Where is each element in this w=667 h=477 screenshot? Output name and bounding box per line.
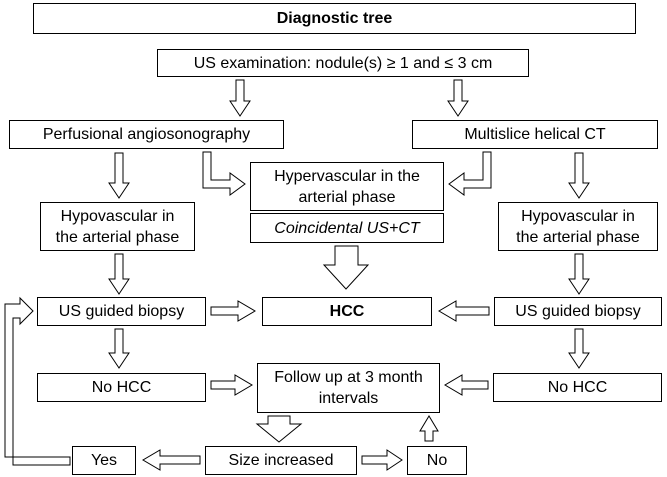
arrow-right-icon bbox=[361, 449, 403, 471]
hypovascular-right-box: Hypovascular in the arterial phase bbox=[498, 202, 658, 251]
no-box: No bbox=[407, 446, 467, 475]
us-guided-biopsy-right-box: US guided biopsy bbox=[494, 297, 662, 326]
perfusional-angiosonography-box: Perfusional angiosonography bbox=[9, 120, 284, 149]
follow-up-box: Follow up at 3 month intervals bbox=[257, 363, 440, 413]
arrow-down-icon bbox=[568, 152, 590, 199]
arrow-down-icon bbox=[568, 328, 590, 369]
arrow-left-icon bbox=[142, 449, 201, 471]
multislice-helical-ct-box: Multislice helical CT bbox=[412, 120, 658, 149]
no-hcc-right-box: No HCC bbox=[493, 373, 662, 402]
us-examination-box: US examination: nodule(s) ≥ 1 and ≤ 3 cm bbox=[157, 49, 529, 77]
no-hcc-left-box: No HCC bbox=[37, 373, 206, 402]
yes-box: Yes bbox=[72, 446, 136, 475]
big-arrow-down-icon bbox=[255, 415, 303, 443]
arrow-up-icon bbox=[419, 415, 439, 442]
arrow-down-icon bbox=[447, 79, 469, 117]
arrow-down-icon bbox=[108, 152, 130, 199]
elbow-arrow-left-icon bbox=[448, 151, 492, 196]
arrow-down-icon bbox=[229, 79, 251, 117]
arrow-down-icon bbox=[108, 253, 130, 295]
coincidental-box: Coincidental US+CT bbox=[250, 213, 444, 243]
loop-arrow-icon bbox=[4, 296, 71, 466]
arrow-down-icon bbox=[568, 253, 590, 295]
us-guided-biopsy-left-box: US guided biopsy bbox=[37, 297, 206, 326]
arrow-right-icon bbox=[210, 300, 256, 322]
arrow-down-icon bbox=[108, 328, 130, 369]
arrow-left-icon bbox=[444, 374, 489, 396]
big-arrow-down-icon bbox=[322, 245, 370, 290]
elbow-arrow-right-icon bbox=[202, 151, 246, 196]
diagnostic-tree-title: Diagnostic tree bbox=[33, 3, 636, 34]
size-increased-box: Size increased bbox=[205, 446, 357, 475]
arrow-left-icon bbox=[438, 300, 490, 322]
hcc-box: HCC bbox=[262, 297, 432, 326]
arrow-right-icon bbox=[210, 374, 253, 396]
hypervascular-box: Hypervascular in the arterial phase bbox=[250, 162, 444, 211]
hypovascular-left-box: Hypovascular in the arterial phase bbox=[40, 202, 195, 251]
